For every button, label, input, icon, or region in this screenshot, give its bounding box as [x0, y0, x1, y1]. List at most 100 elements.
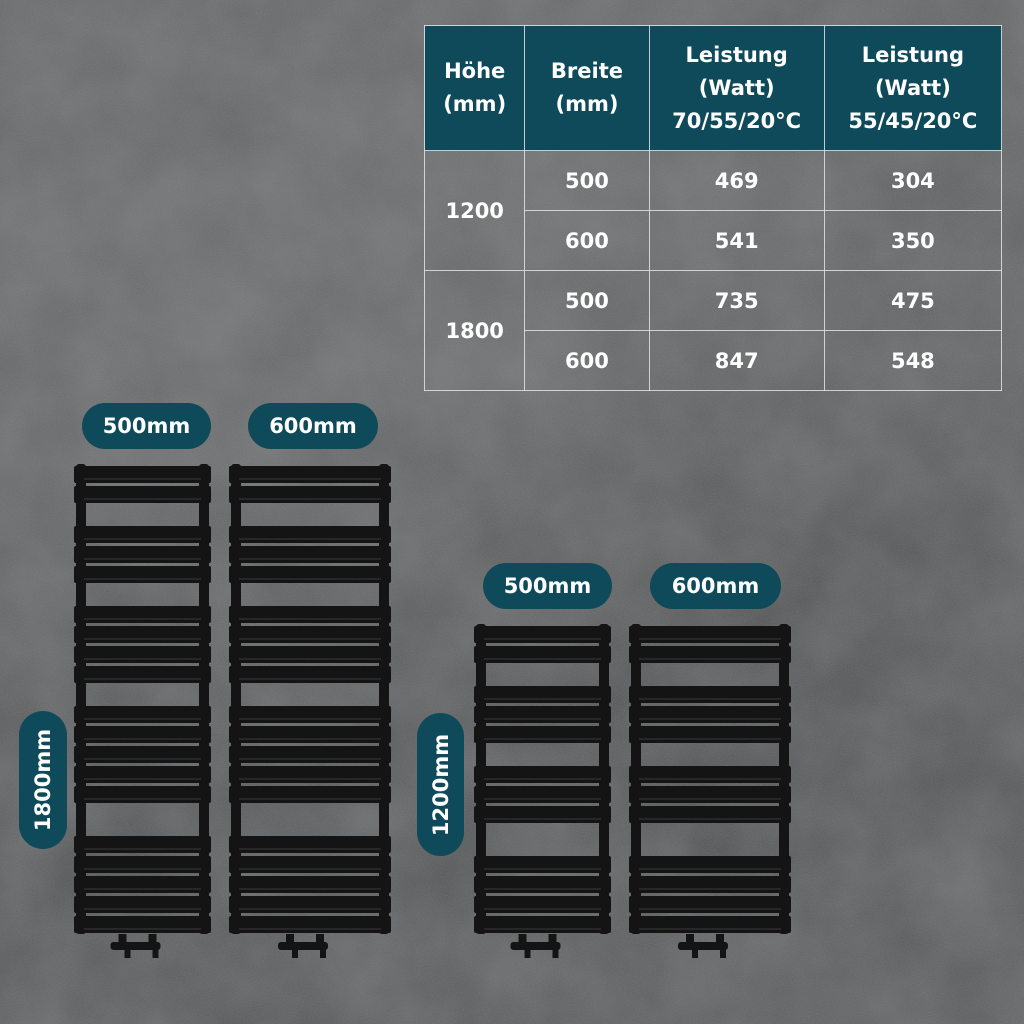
radiator-slat — [229, 856, 391, 873]
radiator-slat — [629, 786, 791, 803]
radiator-slat — [474, 786, 611, 803]
radiator-slat — [74, 626, 211, 643]
radiator-slat — [74, 746, 211, 763]
radiator-slat — [229, 666, 391, 683]
radiator-slat — [74, 916, 211, 933]
radiator-slat — [74, 646, 211, 663]
valve-icon — [510, 942, 561, 950]
radiator-slat — [74, 856, 211, 873]
towel-radiator-icon — [474, 624, 611, 958]
radiator-slat — [629, 766, 791, 783]
valve-icon — [686, 934, 694, 944]
radiator-slat — [229, 706, 391, 723]
radiator-slat — [74, 666, 211, 683]
radiator-slat — [74, 706, 211, 723]
power-70-cell: 847 — [648, 330, 825, 391]
radiator-slat — [229, 916, 391, 933]
radiator-slat — [474, 896, 611, 913]
spec-table: Höhe (mm) Breite (mm) Leistung (Watt) 70… — [423, 25, 1003, 391]
radiator-slat — [474, 646, 611, 663]
width-cell: 600 — [524, 210, 650, 271]
width-label-600-small: 600mm — [650, 563, 781, 609]
table-row: 1200 500 469 304 — [423, 150, 1003, 271]
height-label-1800: 1800mm — [19, 711, 67, 849]
radiator-slat — [629, 896, 791, 913]
towel-radiator-icon — [629, 624, 791, 958]
radiator-slat — [229, 606, 391, 623]
valve-icon — [320, 946, 326, 958]
height-label-1200: 1200mm — [417, 713, 464, 856]
radiator-slat — [629, 686, 791, 703]
radiator-slat — [74, 896, 211, 913]
radiator-slat — [474, 766, 611, 783]
radiator-slat — [74, 486, 211, 503]
radiator-slat — [474, 916, 611, 933]
valve-icon — [720, 946, 726, 958]
radiator-slat — [629, 876, 791, 893]
radiator-slat — [629, 726, 791, 743]
radiator-slat — [229, 566, 391, 583]
radiator-slat — [474, 726, 611, 743]
radiator-slat — [74, 546, 211, 563]
radiator-slat — [229, 646, 391, 663]
valve-icon — [148, 934, 157, 944]
radiator-slat — [474, 686, 611, 703]
width-cell: 500 — [524, 150, 650, 211]
radiator-slat — [229, 786, 391, 803]
radiator-slat — [74, 466, 211, 483]
valve-icon — [552, 946, 559, 958]
power-55-cell: 304 — [823, 150, 1003, 211]
table-row: 1800 500 735 475 — [423, 270, 1003, 391]
power-55-cell: 475 — [823, 270, 1003, 331]
width-cell: 500 — [524, 270, 650, 331]
valve-icon — [278, 942, 328, 950]
valve-icon — [316, 934, 324, 944]
radiator-slat — [229, 486, 391, 503]
valve-icon — [518, 934, 527, 944]
radiator-slat — [229, 466, 391, 483]
header-leistung-70: Leistung (Watt) 70/55/20°C — [648, 25, 825, 151]
height-cell: 1200 — [423, 150, 526, 271]
header-leistung-55: Leistung (Watt) 55/45/20°C — [823, 25, 1003, 151]
height-cell: 1800 — [423, 270, 526, 391]
towel-radiator-icon — [74, 464, 211, 958]
header-breite: Breite (mm) — [524, 25, 650, 151]
radiator-slat — [229, 726, 391, 743]
radiator-slat — [229, 876, 391, 893]
width-label-500-small: 500mm — [483, 563, 612, 609]
valve-icon — [152, 946, 159, 958]
valve-icon — [292, 946, 298, 958]
radiator-slat — [74, 606, 211, 623]
radiator-slat — [474, 856, 611, 873]
radiator-slat — [229, 626, 391, 643]
power-70-cell: 735 — [648, 270, 825, 331]
radiator-slat — [629, 856, 791, 873]
radiator-slat — [229, 766, 391, 783]
valve-icon — [124, 946, 131, 958]
radiator-slat — [474, 806, 611, 823]
radiator-slat — [229, 526, 391, 543]
valve-icon — [524, 946, 531, 958]
towel-radiator-icon — [229, 464, 391, 958]
valve-icon — [678, 942, 728, 950]
power-70-cell: 541 — [648, 210, 825, 271]
radiator-slat — [229, 896, 391, 913]
radiator-slat — [474, 626, 611, 643]
valve-icon — [286, 934, 294, 944]
valve-icon — [118, 934, 127, 944]
radiator-slat — [74, 766, 211, 783]
radiator-slat — [629, 646, 791, 663]
radiator-slat — [629, 806, 791, 823]
radiator-slat — [629, 706, 791, 723]
table-header-row: Höhe (mm) Breite (mm) Leistung (Watt) 70… — [423, 25, 1003, 151]
radiator-slat — [629, 626, 791, 643]
radiator-slat — [474, 706, 611, 723]
width-cell: 600 — [524, 330, 650, 391]
radiator-slat — [229, 836, 391, 853]
header-hoehe: Höhe (mm) — [423, 25, 526, 151]
width-label-500-large: 500mm — [82, 403, 211, 449]
power-55-cell: 548 — [823, 330, 1003, 391]
radiator-slat — [74, 786, 211, 803]
power-55-cell: 350 — [823, 210, 1003, 271]
radiator-slat — [74, 836, 211, 853]
